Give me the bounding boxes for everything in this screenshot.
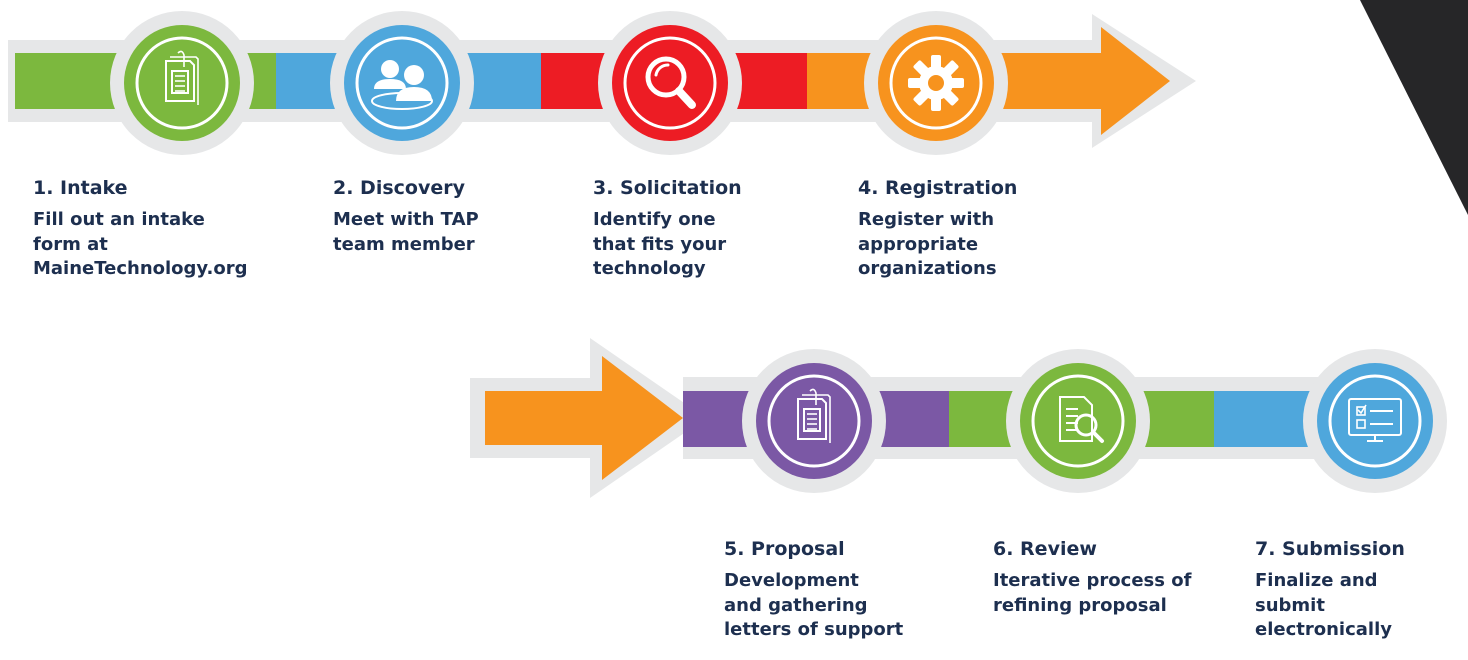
step-title: 2. Discovery	[333, 177, 465, 199]
step-desc-line: submit	[1255, 594, 1325, 616]
step-desc-line: organizations	[858, 258, 997, 279]
step-7-text: 7. Submission Finalize and submit electr…	[1255, 537, 1405, 643]
gear-icon	[908, 55, 964, 111]
step-2-text: 2. Discovery Meet with TAP team member	[333, 176, 479, 257]
step-title: 6. Review	[993, 538, 1097, 560]
monitor-checklist-icon	[1348, 398, 1402, 442]
step-desc-line: electronically	[1255, 619, 1392, 640]
step-desc-line: Iterative process of	[993, 570, 1192, 591]
step-desc-line: Development	[724, 570, 859, 591]
step-description: Register with appropriate organizations	[858, 208, 1017, 282]
step-6-node	[1006, 349, 1150, 493]
step-desc-line: form at	[33, 233, 108, 255]
step-description: Meet with TAP team member	[333, 208, 479, 257]
step-2-node	[330, 11, 474, 155]
step-desc-line: Fill out an intake	[33, 209, 205, 230]
document-stack-icon	[165, 50, 199, 105]
step-description: Iterative process of refining proposal	[993, 569, 1191, 618]
step-1-node	[110, 11, 254, 155]
step-description: Fill out an intake form at MaineTechnolo…	[33, 208, 247, 282]
step-title: 5. Proposal	[724, 538, 845, 560]
step-title: 4. Registration	[858, 177, 1018, 199]
team-meeting-icon	[371, 60, 433, 110]
step-desc-line: MaineTechnology.org	[33, 258, 248, 279]
step-5-node	[742, 349, 886, 493]
step-desc-line: team member	[333, 233, 475, 255]
step-desc-line: Meet with TAP	[333, 209, 479, 230]
step-desc-line: that fits your	[593, 233, 727, 255]
step-1-text: 1. Intake Fill out an intake form at Mai…	[33, 176, 247, 282]
step-desc-line: Finalize and	[1255, 570, 1378, 591]
magnifier-icon	[645, 56, 696, 109]
document-review-icon	[1059, 396, 1104, 443]
step-4-text: 4. Registration Register with appropriat…	[858, 176, 1017, 282]
step-desc-line: and gathering	[724, 594, 868, 616]
step-description: Development and gathering letters of sup…	[724, 569, 903, 643]
step-7-node	[1303, 349, 1447, 493]
corner-decoration	[1360, 0, 1468, 215]
step-desc-line: letters of support	[724, 619, 904, 640]
step-description: Identify one that fits your technology	[593, 208, 742, 282]
document-stack-icon	[797, 388, 831, 443]
step-desc-line: appropriate	[858, 233, 979, 255]
step-3-node	[598, 11, 742, 155]
step-6-text: 6. Review Iterative process of refining …	[993, 537, 1191, 618]
step-4-node	[864, 11, 1008, 155]
step-title: 1. Intake	[33, 177, 128, 199]
bottom-arrow	[470, 338, 1423, 498]
step-desc-line: technology	[593, 258, 706, 279]
step-title: 3. Solicitation	[593, 177, 742, 199]
step-title: 7. Submission	[1255, 538, 1405, 560]
step-3-text: 3. Solicitation Identify one that fits y…	[593, 176, 742, 282]
step-5-text: 5. Proposal Development and gathering le…	[724, 537, 903, 643]
step-desc-line: Identify one	[593, 209, 716, 230]
step-description: Finalize and submit electronically	[1255, 569, 1405, 643]
step-desc-line: Register with	[858, 209, 995, 230]
step-desc-line: refining proposal	[993, 594, 1167, 616]
